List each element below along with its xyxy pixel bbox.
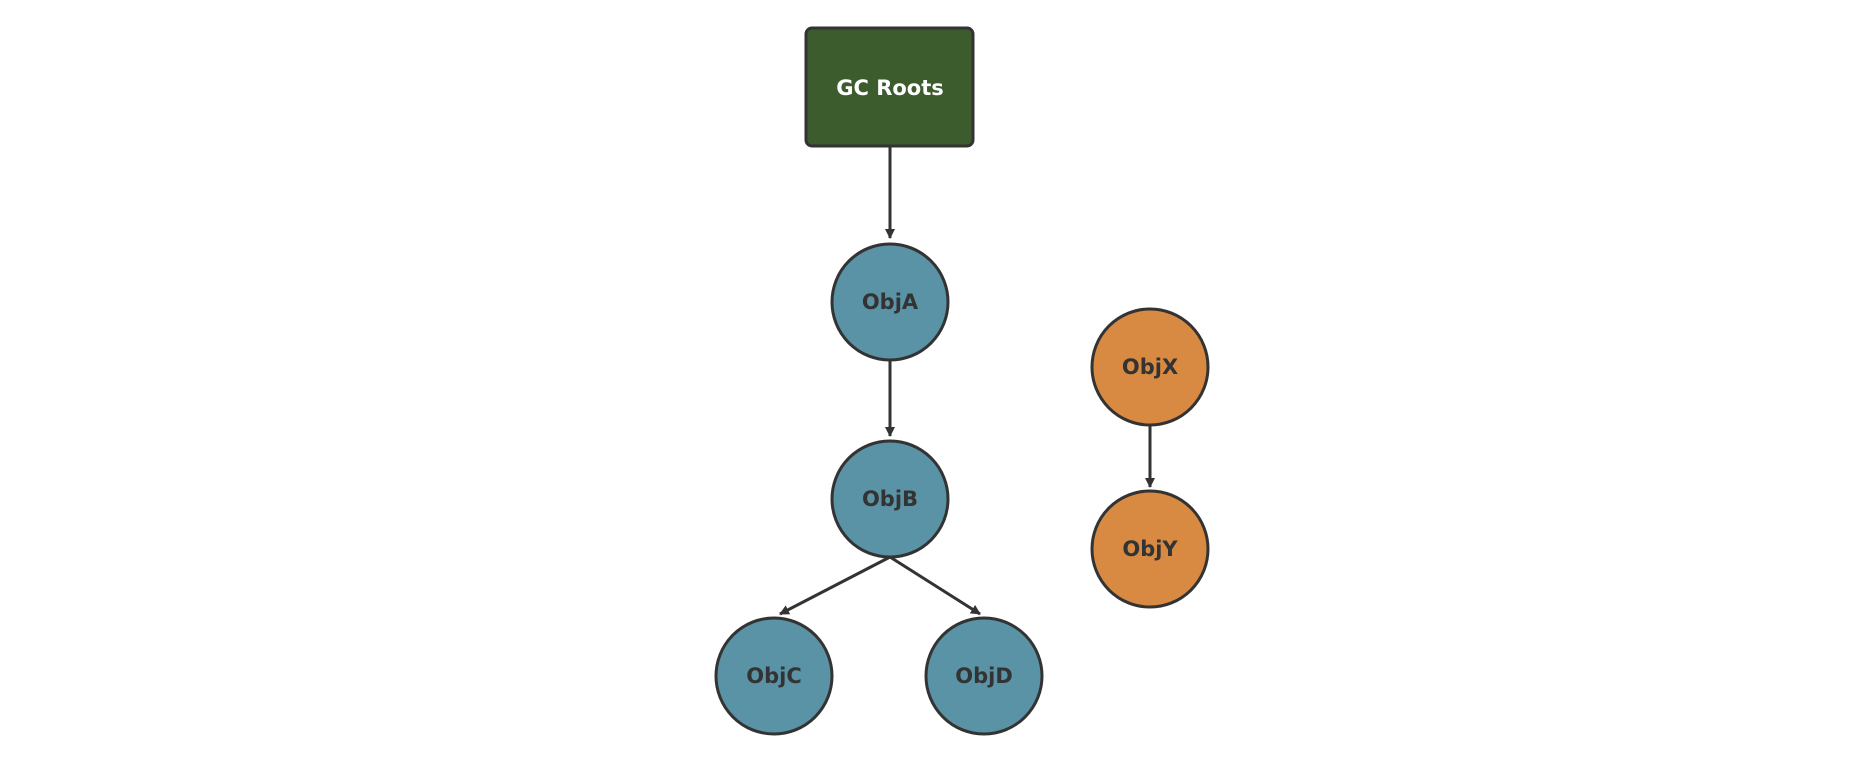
gc-roots-label: GC Roots <box>836 76 944 100</box>
node-obj-y: ObjY <box>1090 489 1210 609</box>
node-obj-x: ObjX <box>1090 307 1210 427</box>
edge-obj-b-to-obj-c <box>779 555 891 616</box>
obj-x-label: ObjX <box>1122 355 1178 379</box>
node-obj-b: ObjB <box>830 439 950 559</box>
node-obj-c: ObjC <box>714 616 834 736</box>
obj-b-label: ObjB <box>862 487 918 511</box>
edges-layer <box>779 146 1155 616</box>
obj-y-circle <box>1090 489 1210 609</box>
node-obj-d: ObjD <box>924 616 1044 736</box>
obj-a-label: ObjA <box>862 290 919 314</box>
obj-c-circle <box>714 616 834 736</box>
obj-d-circle <box>924 616 1044 736</box>
edge-obj-b-to-obj-d <box>889 555 981 616</box>
obj-d-label: ObjD <box>955 664 1013 688</box>
obj-a-circle <box>830 242 950 362</box>
obj-b-circle <box>830 439 950 559</box>
obj-y-label: ObjY <box>1122 537 1178 561</box>
node-obj-a: ObjA <box>830 242 950 362</box>
gc-roots-box <box>804 26 975 148</box>
obj-x-circle <box>1090 307 1210 427</box>
node-gc-roots: GC Roots <box>804 26 975 148</box>
obj-c-label: ObjC <box>746 664 802 688</box>
